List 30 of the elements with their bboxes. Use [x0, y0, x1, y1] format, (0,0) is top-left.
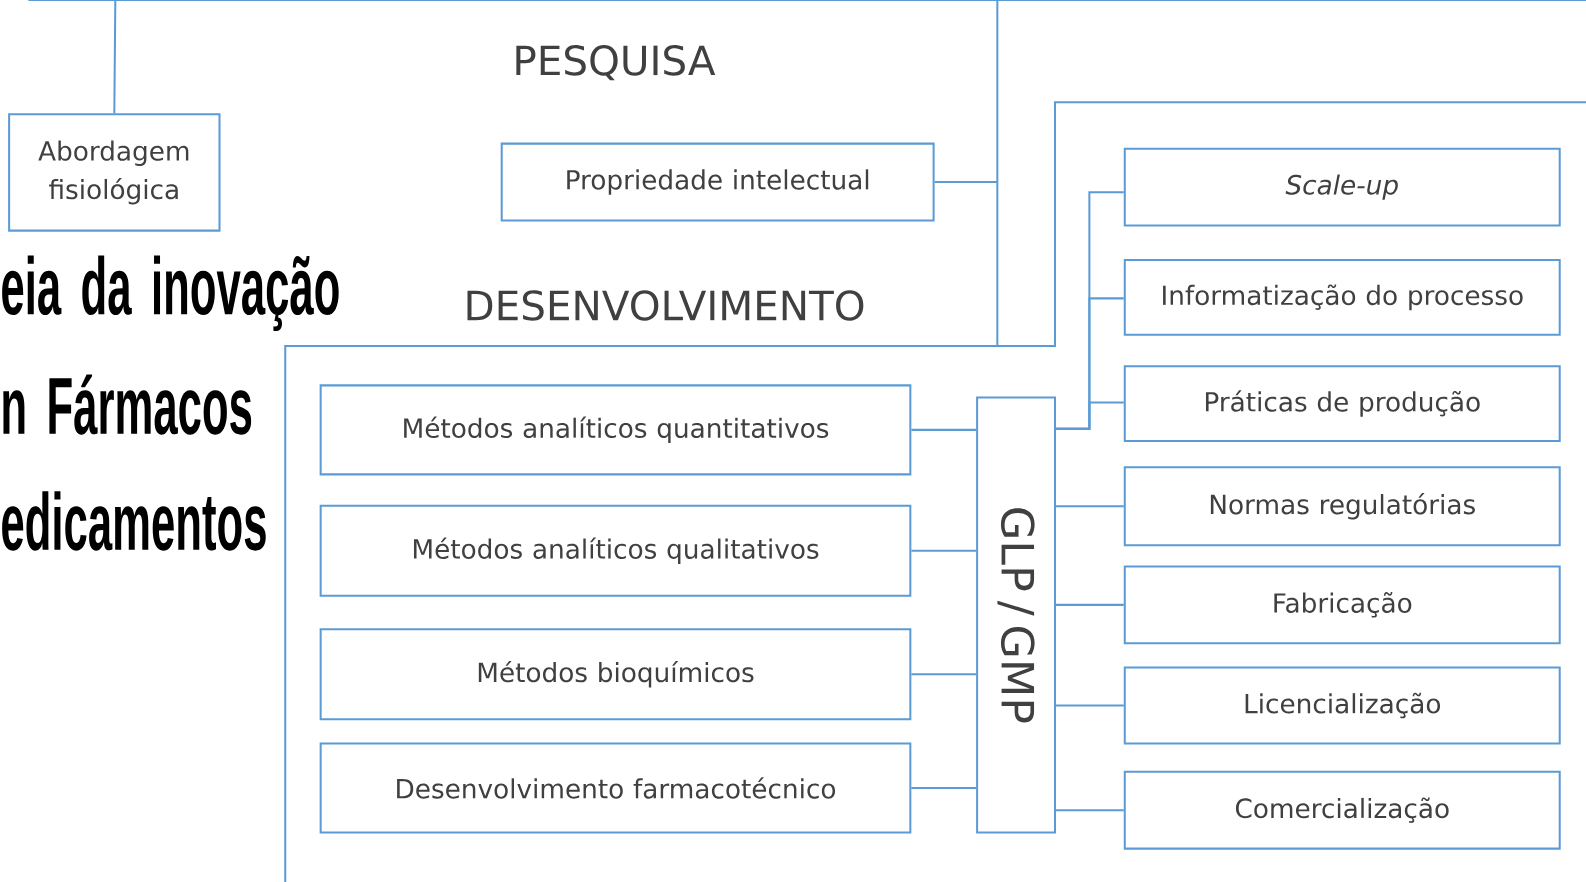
label-box: Métodos bioquímicos	[319, 628, 912, 721]
section-heading: PESQUISA	[516, 45, 716, 81]
label-box: Abordagem fisiológica	[8, 113, 221, 232]
label-box: Propriedade intelectual	[500, 142, 935, 222]
connector-line	[911, 673, 977, 676]
label-box: Desenvolvimento farmacotécnico	[319, 742, 912, 834]
label-box: Licencialização	[1123, 666, 1561, 745]
label-box: Métodos analíticos qualitativos	[319, 504, 912, 597]
vertical-box: GLP / GMP	[976, 396, 1056, 834]
title-line: n Fármacos	[3, 374, 252, 435]
label-box: Informatização do processo	[1123, 258, 1561, 336]
connector-line	[113, 0, 117, 114]
label-box: Comercialização	[1123, 770, 1561, 850]
connector-line	[1056, 704, 1124, 707]
connector-line	[911, 786, 977, 789]
title-line: edicamentos	[2, 491, 266, 551]
section-heading: DESENVOLVIMENTO	[467, 290, 864, 321]
connector-line	[911, 428, 977, 431]
label-box: Scale-up	[1123, 147, 1561, 227]
label-box: Fabricação	[1123, 565, 1561, 645]
title-line: eia da inovação	[2, 255, 339, 332]
connector-line	[911, 549, 977, 552]
label-box: Normas regulatórias	[1123, 466, 1561, 547]
connector-line	[1056, 603, 1124, 606]
connector-line	[1056, 505, 1124, 508]
connector-line	[1056, 401, 1124, 430]
label-box: Práticas de produção	[1123, 365, 1561, 442]
connector-line	[934, 181, 998, 184]
label-box: Métodos analíticos quantitativos	[319, 384, 912, 476]
connector-line	[1056, 809, 1124, 812]
